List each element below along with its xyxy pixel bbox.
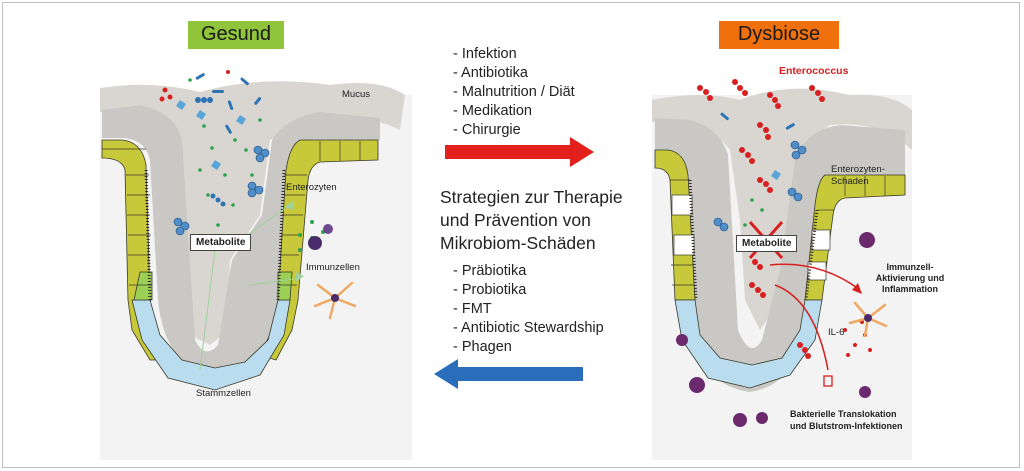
strategy-item: - Probiotika (453, 282, 527, 298)
risk-factor-item: - Infektion (453, 46, 517, 62)
immune-cells-label: Immunzellen (306, 262, 360, 273)
translocation-line: und Blutstrom-Infektionen (790, 421, 903, 431)
dysbiosis-crypt-illustration (652, 79, 912, 460)
risk-factor-item: - Antibiotika (453, 65, 528, 81)
immune-activation-line: Inflammation (881, 284, 938, 294)
forward-arrow (445, 137, 594, 167)
il6-label: IL-6 (828, 327, 845, 338)
risk-factor-list: - Infektion - Antibiotika - Malnutrition… (453, 45, 575, 140)
translocation-line: Bakterielle Translokation (790, 409, 897, 419)
healthy-title: Gesund (188, 21, 284, 49)
back-arrow (434, 359, 583, 389)
mucus-label: Mucus (342, 89, 370, 100)
strategy-heading-line: und Prävention von (440, 210, 591, 230)
strategy-list: - Präbiotika - Probiotika - FMT - Antibi… (453, 262, 604, 357)
enterococcus-label: Enterococcus (779, 65, 849, 77)
enterocyte-damage-line: Enterozyten- (831, 164, 885, 175)
strategy-item: - Präbiotika (453, 263, 527, 279)
healthy-crypt-illustration (100, 70, 412, 460)
strategy-heading-line: Mikrobiom-Schäden (440, 233, 596, 253)
translocation-label: Bakterielle Translokation und Blutstrom-… (790, 408, 903, 432)
enterocyte-damage-label: Enterozyten- Schaden (831, 164, 885, 188)
risk-factor-item: - Malnutrition / Diät (453, 84, 575, 100)
strategy-heading: Strategien zur Therapie und Prävention v… (440, 186, 660, 255)
strategy-item: - FMT (453, 301, 492, 317)
strategy-heading-line: Strategien zur Therapie (440, 187, 623, 207)
risk-factor-item: - Chirurgie (453, 122, 521, 138)
metabolites-box: Metabolite (190, 234, 252, 251)
enterocytes-label: Enterozyten (286, 182, 337, 193)
dysbiosis-title: Dysbiose (719, 21, 839, 49)
strategy-item: - Phagen (453, 339, 512, 355)
immune-activation-line: Immunzell- (886, 262, 934, 272)
immune-activation-line: Aktivierung und (875, 273, 945, 283)
risk-factor-item: - Medikation (453, 103, 532, 119)
metabolites-box-crossed: Metabolite (736, 235, 798, 252)
immune-activation-label: Immunzell- Aktivierung und Inflammation (870, 262, 950, 295)
stem-cells-label: Stammzellen (196, 388, 251, 399)
strategy-item: - Antibiotic Stewardship (453, 320, 604, 336)
enterocyte-damage-line: Schaden (831, 176, 869, 187)
